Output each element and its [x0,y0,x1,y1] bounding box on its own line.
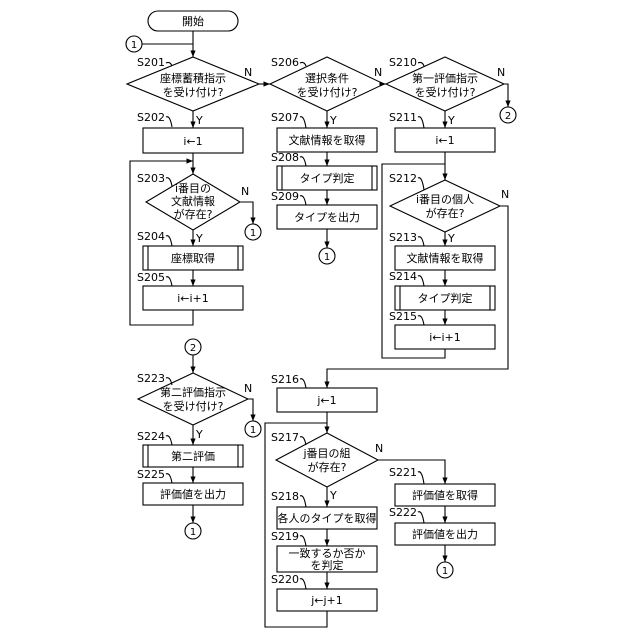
s223-line1: 第二評価指示 [160,385,226,399]
s223-id: S223 [137,372,165,385]
s208-text: タイプ判定 [300,171,355,185]
s202-text: i←1 [183,135,202,148]
s217-line1: j番目の組 [302,447,350,460]
s224-id: S224 [137,430,165,443]
s213-text: 文献情報を取得 [407,251,484,265]
s207-text: 文献情報を取得 [289,133,366,147]
s206-id: S206 [271,56,299,69]
s219-line2: を判定 [311,558,344,572]
s206-no: N [374,66,382,79]
s201-line2: を受け付け? [163,86,224,99]
s222-id: S222 [389,506,417,519]
s218-id: S218 [271,490,299,503]
s210-id: S210 [389,56,417,69]
s217-line2: が存在? [308,460,347,474]
s212-yes: Y [447,232,455,245]
s221-text: 評価値を取得 [412,488,478,502]
s201-line1: 座標蓄積指示 [160,71,226,85]
s203-id: S203 [137,172,165,185]
connector-1-label: 1 [442,566,448,577]
s206-line1: 選択条件 [305,71,349,85]
s206-line2: を受け付け? [297,86,358,99]
connector-1-label: 1 [190,527,196,538]
s203-line2: 文献情報 [171,194,215,208]
s222-text: 評価値を出力 [412,527,478,541]
s223-yes: Y [195,428,203,441]
s217-no: N [375,442,383,455]
s225-text: 評価値を出力 [160,487,226,501]
connector-1-label: 1 [131,40,137,51]
connector-1-label: 1 [324,252,330,263]
s212-line2: が存在? [426,206,465,220]
connector-2-label: 2 [190,343,196,354]
s203-line1: i番目の [175,182,211,195]
s212-id: S212 [389,172,417,185]
s215-text: i←i+1 [429,331,461,344]
start-label: 開始 [182,14,204,28]
s224-text: 第二評価 [171,449,215,463]
s214-id: S214 [389,270,417,283]
s203-yes: Y [195,232,203,245]
s219-id: S219 [271,530,299,543]
s223-line2: を受け付け? [163,400,224,413]
connector-1-label: 1 [250,228,256,239]
s210-no: N [497,66,505,79]
s211-text: i←1 [435,134,454,147]
s204-text: 座標取得 [171,251,215,265]
s210-yes: Y [447,114,455,127]
s225-id: S225 [137,468,165,481]
s218-text: 各人のタイプを取得 [278,511,377,525]
s212-no: N [501,188,509,201]
s207-id: S207 [271,111,299,124]
connector-1-label: 1 [250,425,256,436]
s212-line1: i番目の個人 [416,193,474,206]
s211-id: S211 [389,111,417,124]
s201-id: S201 [137,56,165,69]
s214-text: タイプ判定 [418,291,473,305]
decision-s212 [390,180,500,232]
s209-id: S209 [271,190,299,203]
s217-id: S217 [271,431,299,444]
s220-text: j←j+1 [310,594,343,607]
s208-id: S208 [271,151,299,164]
s202-id: S202 [137,111,165,124]
s205-id: S205 [137,271,165,284]
s203-no: N [241,185,249,198]
s216-text: j←1 [316,394,336,407]
s219-line1: 一致するか否か [289,546,366,560]
s201-yes: Y [195,114,203,127]
s209-text: タイプを出力 [294,210,360,224]
s215-id: S215 [389,310,417,323]
s210-line1: 第一評価指示 [412,71,478,85]
s205-text: i←i+1 [177,292,209,305]
s220-id: S220 [271,573,299,586]
s210-line2: を受け付け? [415,86,476,99]
s221-id: S221 [389,466,417,479]
s203-line3: が存在? [174,207,213,221]
connector-2-label: 2 [505,111,511,122]
s216-id: S216 [271,373,299,386]
s217-yes: Y [329,489,337,502]
s223-no: N [244,382,252,395]
s204-id: S204 [137,230,165,243]
s213-id: S213 [389,231,417,244]
s201-no: N [244,66,252,79]
s206-yes: Y [329,114,337,127]
